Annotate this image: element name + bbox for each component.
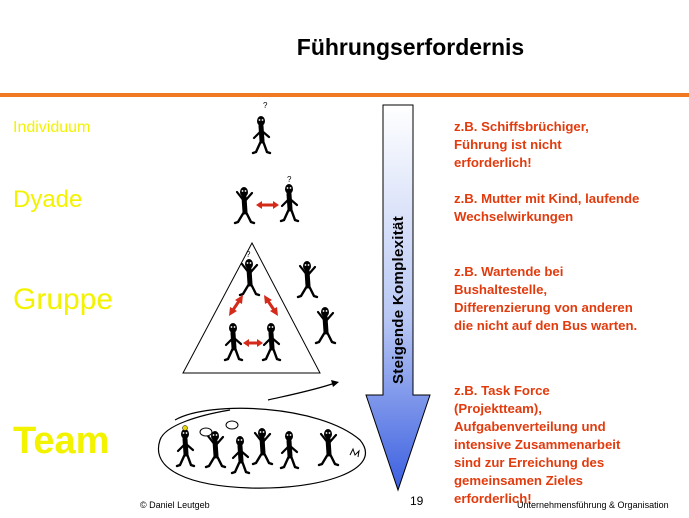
complexity-arrow [365, 104, 431, 492]
individual-figure: ? [253, 101, 270, 153]
level-individuum: Individuum [13, 119, 91, 136]
title-divider [0, 93, 689, 97]
arrow-label: Steigende Komplexität [390, 216, 407, 384]
page-title: Führungserfordernis [296, 34, 525, 60]
dyad-figures: ? [235, 175, 298, 223]
svg-text:?: ? [263, 101, 268, 110]
example-individuum: z.B. Schiffsbrüchiger, Führung ist nicht… [454, 119, 589, 170]
level-dyade: Dyade [13, 186, 83, 213]
page-number: 19 [410, 494, 424, 508]
example-team: z.B. Task Force (Projektteam), Aufgabenv… [454, 383, 621, 506]
svg-text:?: ? [287, 175, 292, 184]
level-team: Team [13, 420, 110, 462]
svg-text:?: ? [246, 250, 251, 259]
group-triangle: ? [182, 241, 335, 374]
example-gruppe: z.B. Wartende bei Bushaltestelle, Differ… [454, 264, 638, 333]
footer-author: © Daniel Leutgeb [140, 500, 210, 510]
footer-course: Unternehmensführung & Organisation [517, 500, 669, 510]
level-gruppe: Gruppe [13, 283, 114, 316]
team-illustration [157, 380, 367, 489]
example-dyade: z.B. Mutter mit Kind, laufende Wechselwi… [454, 191, 640, 224]
